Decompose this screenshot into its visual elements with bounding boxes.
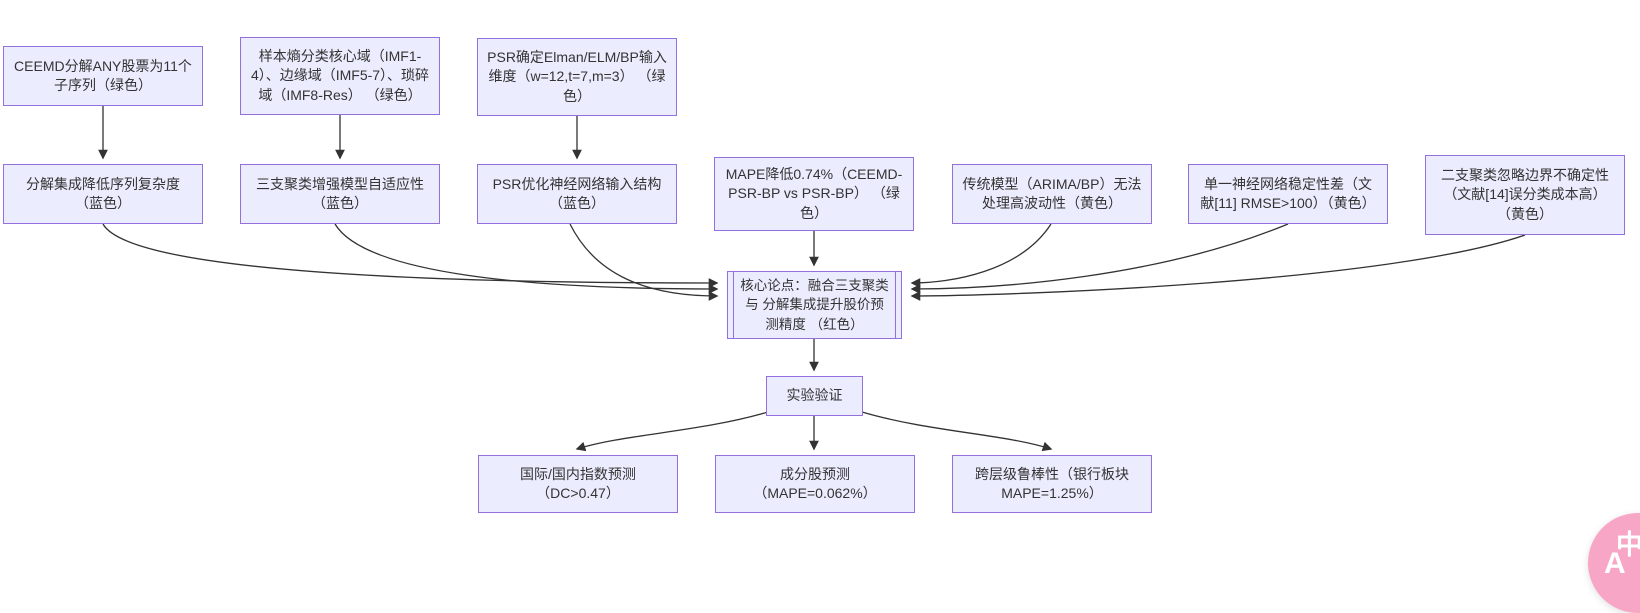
node-psr-optimize[interactable]: PSR优化神经网络输入结构 （蓝色） [477, 164, 677, 224]
node-two-way-cluster[interactable]: 二支聚类忽略边界不确定性 （文献[14]误分类成本高） （黄色） [1425, 155, 1625, 235]
node-robustness[interactable]: 跨层级鲁棒性（银行板块 MAPE=1.25%） [952, 455, 1152, 513]
edge-twoway-to-core [910, 234, 1526, 301]
edge-singlenn-to-core [910, 223, 1289, 294]
edge-experiment-to-robustness [861, 411, 1053, 452]
edge-experiment-to-index [575, 411, 769, 452]
node-three-way-cluster[interactable]: 三支聚类增强模型自适应性 （蓝色） [240, 164, 440, 224]
flowchart-edges [98, 106, 1526, 452]
node-single-nn[interactable]: 单一神经网络稳定性差（文献[11] RMSE>100）（黄色） [1188, 164, 1388, 224]
translate-zh-icon: 中 [1616, 530, 1640, 560]
flowchart-canvas: CEEMD分解ANY股票为11个 子序列（绿色） 样本熵分类核心域（IMF1-4… [3, 37, 1640, 613]
node-experiment[interactable]: 实验验证 [766, 376, 863, 416]
node-core-thesis[interactable]: 核心论点：融合三支聚类与 分解集成提升股价预测精度 （红色） [727, 271, 902, 339]
node-decomp-ensemble[interactable]: 分解集成降低序列复杂度 （蓝色） [3, 164, 203, 224]
node-mape-reduce[interactable]: MAPE降低0.74%（CEEMD-PSR-BP vs PSR-BP） （绿色） [714, 157, 914, 231]
edge-traditional-to-core [910, 223, 1052, 288]
edge-psropt-to-core [569, 223, 719, 301]
node-sample-entropy[interactable]: 样本熵分类核心域（IMF1-4）、边缘域（IMF5-7）、琐碎域（IMF8-Re… [240, 37, 440, 115]
node-traditional-model[interactable]: 传统模型（ARIMA/BP）无法处理高波动性（黄色） [952, 164, 1152, 224]
edge-threeway-to-core [334, 223, 719, 294]
edge-decomp-to-core [102, 223, 719, 288]
node-psr-dim[interactable]: PSR确定Elman/ELM/BP输入维度（w=12,t=7,m=3） （绿色） [477, 38, 677, 116]
node-index-prediction[interactable]: 国际/国内指数预测 （DC>0.47） [478, 455, 678, 513]
translate-en-icon: A [1604, 547, 1626, 580]
node-ceemd[interactable]: CEEMD分解ANY股票为11个 子序列（绿色） [3, 46, 203, 106]
node-stock-prediction[interactable]: 成分股预测 （MAPE=0.062%） [715, 455, 915, 513]
